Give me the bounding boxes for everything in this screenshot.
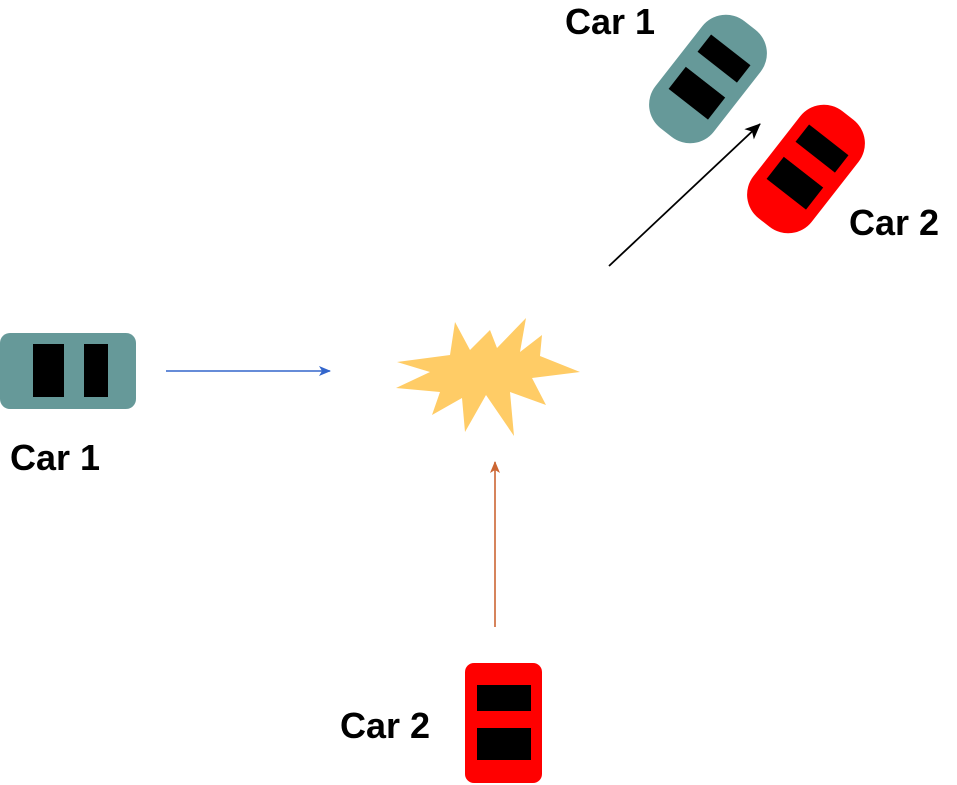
car-2-after-label: Car 2 — [849, 202, 939, 243]
car-1-before-label: Car 1 — [10, 437, 100, 478]
car-2-before-icon — [465, 663, 542, 783]
explosion-icon — [396, 318, 580, 436]
car-1-after-icon — [649, 14, 767, 144]
car-1-before-icon — [0, 333, 136, 409]
car-2-before-label: Car 2 — [340, 705, 430, 746]
car-1-after-label: Car 1 — [565, 1, 655, 42]
post-collision-arrow-icon — [608, 123, 761, 267]
car-2-after-icon — [747, 104, 865, 234]
